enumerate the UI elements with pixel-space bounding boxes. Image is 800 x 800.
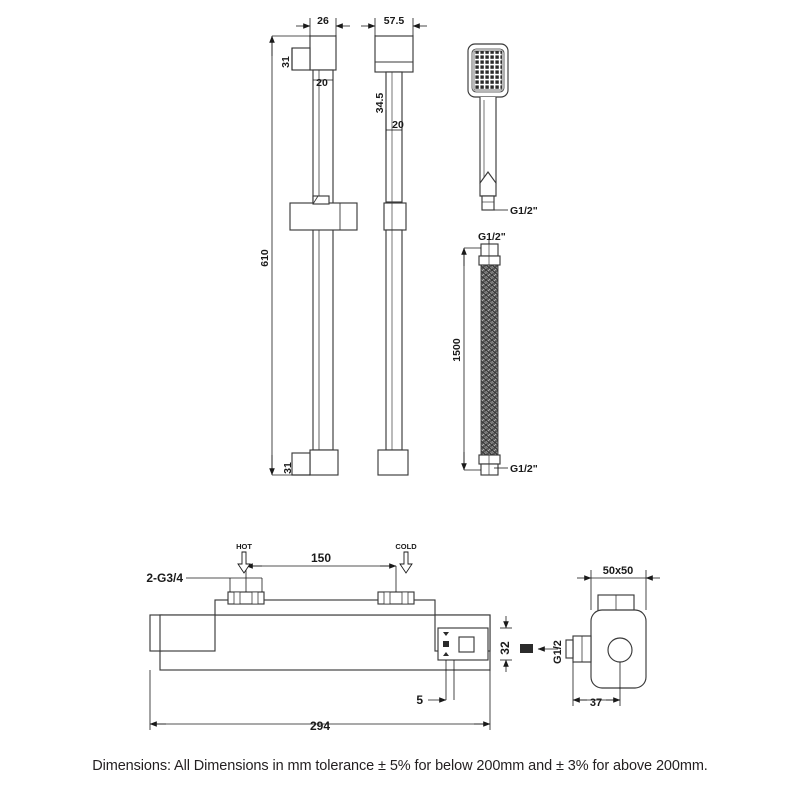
dim-valve-width: 294 — [310, 719, 330, 733]
dim-outlet-offset: 5 — [416, 693, 423, 707]
dim-bracket-offset: 34.5 — [374, 93, 386, 114]
dim-rail-width: 20 — [316, 77, 328, 89]
inlet-cold — [377, 591, 415, 605]
dim-outlet-height: 32 — [498, 641, 512, 655]
drawing-caption: Dimensions: All Dimensions in mm toleran… — [92, 758, 708, 774]
view-handset — [467, 43, 509, 211]
dimension-text: 26 57.5 31 20 34.5 20 610 31 G1/2" G1/2"… — [146, 15, 633, 733]
dim-rail-profile-width: 57.5 — [384, 15, 405, 27]
dim-bracket-top-height: 31 — [280, 56, 292, 68]
label-hose-bottom-thread: G1/2" — [510, 463, 538, 475]
view-rail-assembly — [289, 35, 358, 476]
label-hot-inlet: HOT — [236, 542, 252, 551]
label-cold-inlet: COLD — [395, 542, 417, 551]
dim-bracket-top-width: 26 — [317, 15, 329, 27]
dim-inlet-centres: 150 — [311, 551, 331, 565]
dim-rail-profile-tube-width: 20 — [392, 119, 404, 131]
view-valve-front — [149, 591, 491, 671]
dim-body-size: 50x50 — [603, 565, 634, 577]
view-hose — [478, 243, 501, 476]
label-hose-top-thread: G1/2" — [478, 231, 506, 243]
dim-hose-length: 1500 — [451, 338, 463, 362]
inlet-hot — [227, 591, 265, 605]
label-inlet-thread: 2-G3/4 — [146, 571, 183, 585]
label-side-outlet-thread: G1/2 — [552, 640, 564, 664]
label-handset-thread: G1/2" — [510, 205, 538, 217]
view-valve-side — [565, 594, 647, 689]
dimension-lines — [149, 18, 660, 730]
view-rail-profile — [374, 35, 414, 476]
dim-projection: 37 — [590, 697, 602, 709]
dim-rail-length: 610 — [259, 249, 271, 267]
dim-bracket-bottom-height: 31 — [282, 462, 294, 474]
